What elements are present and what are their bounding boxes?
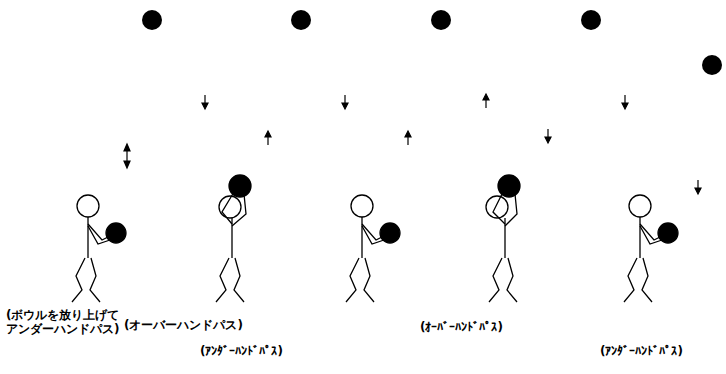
player-underhand <box>346 195 400 302</box>
motion-arrows <box>124 94 701 194</box>
player-overhand <box>486 175 520 302</box>
pass-caption: (ボウルを放り上げて アンダーハンドパス) <box>6 308 128 337</box>
pass-caption: (ｱﾝﾀﾞｰﾊﾝﾄﾞﾊﾟｽ) <box>200 344 283 358</box>
player-underhand <box>624 195 678 302</box>
pass-caption: (オーバーハンドパス) <box>124 318 243 332</box>
pass-caption: (ｱﾝﾀﾞｰﾊﾝﾄﾞﾊﾟｽ) <box>600 344 683 358</box>
player-overhand <box>216 175 251 302</box>
pass-caption: (ｵｰﾊﾞｰﾊﾝﾄﾞﾊﾟｽ) <box>420 320 503 334</box>
ball-in-air <box>142 10 722 75</box>
player-underhand <box>72 195 126 302</box>
